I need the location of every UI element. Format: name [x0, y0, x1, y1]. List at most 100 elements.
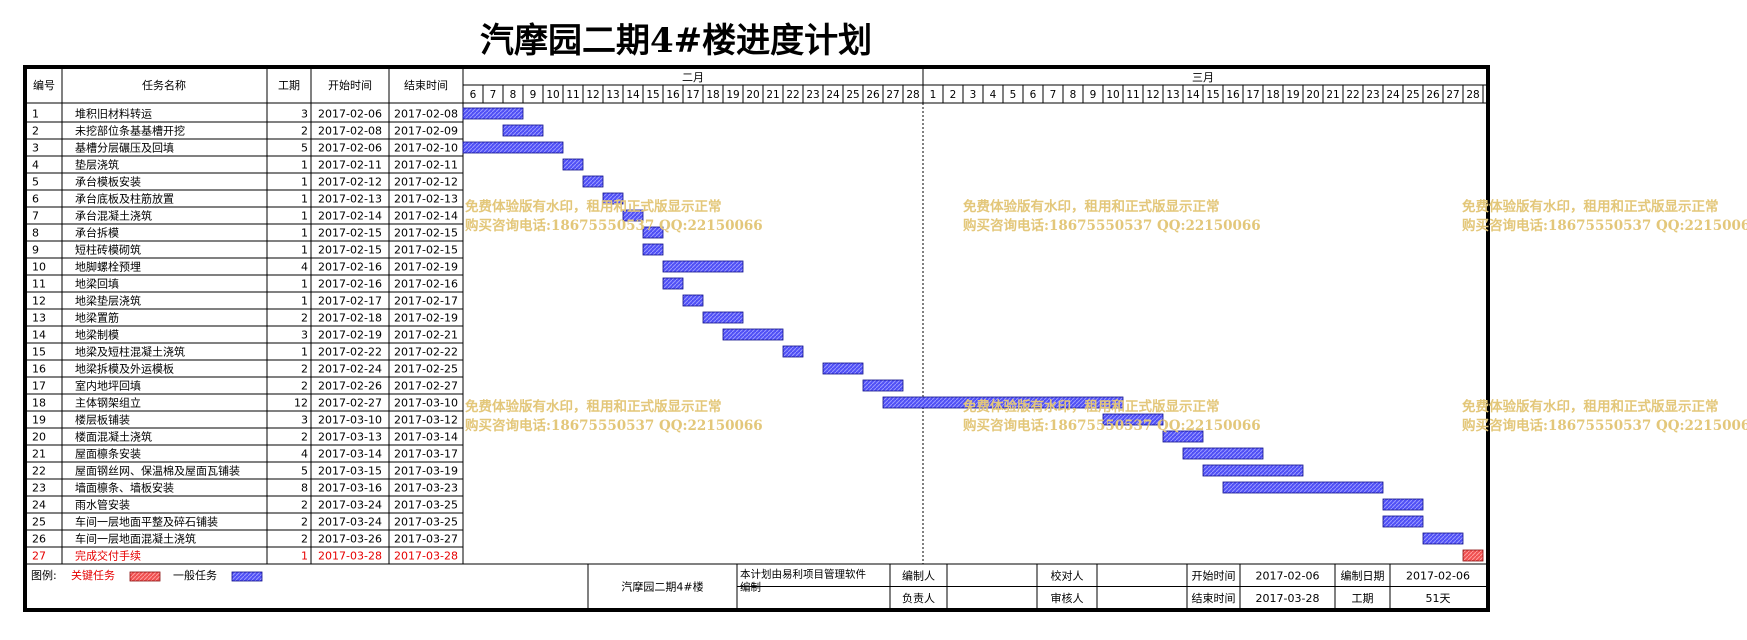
day-label: 28: [1466, 89, 1479, 101]
task-id: 21: [32, 448, 46, 461]
day-label: 22: [1346, 89, 1359, 101]
month-label-0: 二月: [682, 71, 704, 84]
task-duration: 2: [301, 380, 308, 393]
task-end: 2017-02-19: [394, 261, 458, 274]
task-bar: [622, 209, 644, 222]
watermark-line-1: 免费体验版有水印，租用和正式版显示正常: [963, 399, 1220, 415]
task-bar: [462, 141, 564, 154]
day-label: 7: [490, 89, 497, 101]
watermark-line-1: 免费体验版有水印，租用和正式版显示正常: [1462, 399, 1719, 415]
task-name: 室内地坪回填: [75, 379, 141, 393]
day-label: 12: [1146, 89, 1159, 101]
task-id: 2: [32, 125, 39, 138]
day-label: 15: [646, 89, 659, 101]
task-bar: [462, 107, 524, 120]
task-end: 2017-03-25: [394, 499, 458, 512]
task-id: 15: [32, 346, 46, 359]
task-id: 18: [32, 397, 46, 410]
day-label: 27: [886, 89, 899, 101]
watermark-line-2: 购买咨询电话:18675550537 QQ:22150066: [465, 218, 763, 234]
footer-period-label: 工期: [1352, 592, 1374, 605]
task-id: 8: [32, 227, 39, 240]
day-label: 27: [1446, 89, 1459, 101]
day-label: 28: [906, 89, 919, 101]
task-start: 2017-02-19: [318, 329, 382, 342]
day-label: 20: [746, 89, 759, 101]
page-title: 汽摩园二期4#楼进度计划: [480, 21, 873, 61]
legend-critical-label: 关键任务: [71, 568, 115, 582]
task-name: 垫层浇筑: [75, 158, 119, 172]
day-label: 14: [1186, 89, 1200, 101]
task-duration: 4: [301, 448, 308, 461]
task-end: 2017-03-10: [394, 397, 458, 410]
task-start: 2017-03-10: [318, 414, 382, 427]
task-start: 2017-03-26: [318, 533, 382, 546]
day-label: 19: [1286, 89, 1299, 101]
task-start: 2017-03-24: [318, 516, 382, 529]
task-start: 2017-03-24: [318, 499, 382, 512]
task-name: 完成交付手续: [75, 549, 141, 563]
task-duration: 1: [301, 210, 308, 223]
task-bar: [662, 260, 744, 273]
gantt-grid: [27, 69, 1486, 609]
task-id: 22: [32, 465, 46, 478]
task-id: 24: [32, 499, 46, 512]
task-end: 2017-03-25: [394, 516, 458, 529]
task-id: 20: [32, 431, 46, 444]
legend-normal-swatch: [231, 571, 263, 582]
task-duration: 1: [301, 550, 308, 563]
task-duration: 5: [301, 465, 308, 478]
task-end: 2017-02-22: [394, 346, 458, 359]
day-label: 10: [1106, 89, 1119, 101]
task-start: 2017-03-14: [318, 448, 382, 461]
task-id: 26: [32, 533, 46, 546]
day-label: 25: [1406, 89, 1419, 101]
critical-task-bar: [1462, 549, 1484, 562]
task-bar: [642, 243, 664, 256]
task-bar: [662, 277, 684, 290]
task-id: 3: [32, 142, 39, 155]
task-bar: [1202, 464, 1304, 477]
task-name: 地梁制模: [75, 328, 119, 342]
task-name: 短柱砖模砌筑: [75, 243, 141, 257]
footer-note: 编制: [740, 580, 761, 593]
day-label: 17: [1246, 89, 1259, 101]
day-label: 8: [1070, 89, 1077, 101]
task-name: 屋面檩条安装: [75, 447, 141, 461]
task-name: 承台底板及柱筋放置: [75, 192, 174, 206]
day-label: 1: [930, 89, 937, 101]
task-bar: [1382, 515, 1424, 528]
task-end: 2017-02-25: [394, 363, 458, 376]
task-start: 2017-02-18: [318, 312, 382, 325]
footer-project: 汽摩园二期4#楼: [621, 580, 703, 594]
footer-end-label: 结束时间: [1192, 592, 1236, 605]
day-label: 16: [666, 89, 680, 101]
header-id: 编号: [33, 78, 55, 92]
task-start: 2017-03-15: [318, 465, 382, 478]
day-label: 18: [1266, 89, 1279, 101]
task-start: 2017-02-24: [318, 363, 382, 376]
task-duration: 3: [301, 108, 308, 121]
task-bar: [562, 158, 584, 171]
task-duration: 2: [301, 312, 308, 325]
day-label: 22: [786, 89, 799, 101]
day-label: 24: [826, 89, 840, 101]
task-id: 12: [32, 295, 46, 308]
task-id: 25: [32, 516, 46, 529]
watermark-text: 免费体验版有水印，租用和正式版显示正常购买咨询电话:18675550537 QQ…: [963, 198, 1261, 236]
task-duration: 12: [294, 397, 308, 410]
task-start: 2017-02-15: [318, 244, 382, 257]
day-label: 23: [806, 89, 819, 101]
task-id: 14: [32, 329, 46, 342]
task-id: 17: [32, 380, 46, 393]
task-start: 2017-02-12: [318, 176, 382, 189]
task-end: 2017-02-11: [394, 159, 458, 172]
task-start: 2017-02-22: [318, 346, 382, 359]
legend-prefix: 图例:: [31, 568, 57, 582]
header-end: 结束时间: [404, 79, 448, 92]
task-start: 2017-02-16: [318, 278, 382, 291]
day-label: 6: [470, 89, 477, 101]
task-start: 2017-02-16: [318, 261, 382, 274]
